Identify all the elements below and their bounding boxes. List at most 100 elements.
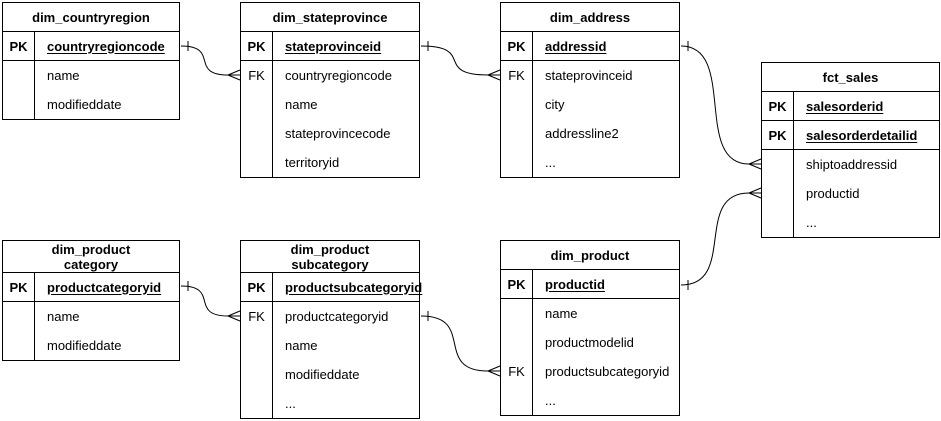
field-label: ... bbox=[545, 155, 556, 170]
key-label: PK bbox=[762, 92, 794, 120]
key-label bbox=[762, 208, 794, 237]
connector-line[interactable] bbox=[180, 285, 229, 317]
table-row: modifieddate bbox=[241, 360, 419, 389]
field-label: name bbox=[47, 309, 80, 324]
key-label bbox=[762, 150, 794, 179]
table-title-text: dim_countryregion bbox=[32, 9, 150, 25]
crows-foot-many-marker bbox=[748, 192, 762, 199]
field-label: salesorderdetailid bbox=[806, 127, 918, 143]
crows-foot-many-marker bbox=[487, 365, 501, 372]
table-row: name bbox=[241, 331, 419, 360]
connector-line[interactable] bbox=[180, 45, 229, 76]
table-dim-product-subcategory[interactable]: dim_product subcategory PK productsubcat… bbox=[240, 240, 423, 419]
field-label: productsubcategoryid bbox=[545, 364, 670, 379]
table-title-text-line2: subcategory bbox=[291, 256, 369, 272]
connector-dim_countryregion.countryregioncode--dim_stateprovince.countryregioncode[interactable] bbox=[180, 41, 241, 81]
table-row: ... bbox=[241, 389, 419, 418]
table-title-text: dim_product bbox=[550, 247, 630, 263]
field-label: productid bbox=[545, 276, 605, 292]
key-label bbox=[501, 299, 533, 328]
table-row: territoryid bbox=[241, 148, 419, 177]
key-label bbox=[241, 119, 273, 148]
table-row: name bbox=[3, 302, 179, 331]
field-label: city bbox=[545, 97, 565, 112]
table-dim-countryregion[interactable]: dim_countryregion PK countryregioncode n… bbox=[2, 2, 180, 120]
key-label bbox=[3, 331, 35, 360]
connector-line[interactable] bbox=[420, 45, 489, 76]
table-row: PK productcategoryid bbox=[3, 273, 179, 302]
field-label: modifieddate bbox=[47, 97, 122, 112]
field-label: productsubcategoryid bbox=[285, 279, 423, 295]
connector-dim_stateprovince.stateprovinceid--dim_address.stateprovinceid[interactable] bbox=[420, 41, 501, 81]
table-dim-product-category[interactable]: dim_product category PK productcategoryi… bbox=[2, 240, 180, 361]
key-label bbox=[241, 148, 273, 177]
field-label: stateprovincecode bbox=[285, 126, 391, 141]
connector-dim_address.addressid--fct_sales.shiptoaddressid[interactable] bbox=[680, 41, 762, 170]
field-label: productmodelid bbox=[545, 335, 634, 350]
field-label: productcategoryid bbox=[285, 309, 389, 324]
key-label: FK bbox=[241, 302, 273, 331]
field-label: modifieddate bbox=[285, 367, 360, 382]
table-row: PK salesorderdetailid bbox=[762, 121, 939, 150]
field-label: modifieddate bbox=[47, 338, 122, 353]
crows-foot-many-marker bbox=[487, 370, 501, 377]
key-label: PK bbox=[241, 273, 273, 301]
table-dim-address[interactable]: dim_address PK addressid FK stateprovinc… bbox=[500, 2, 680, 178]
table-row: PK productsubcategoryid bbox=[241, 273, 423, 302]
key-label bbox=[501, 148, 533, 177]
connector-dim_product_category.productcategoryid--dim_product_subcategory.productcategoryid[interactable] bbox=[180, 281, 241, 322]
field-label: addressid bbox=[545, 38, 607, 54]
table-row: ... bbox=[501, 148, 679, 177]
key-label: FK bbox=[501, 357, 533, 386]
table-row: FK stateprovinceid bbox=[501, 61, 679, 90]
key-label bbox=[3, 90, 35, 119]
key-label: FK bbox=[241, 61, 273, 90]
table-title-text: fct_sales bbox=[822, 69, 879, 85]
field-label: shiptoaddressid bbox=[806, 157, 898, 172]
table-row: ... bbox=[501, 386, 679, 415]
key-label bbox=[241, 331, 273, 360]
crows-foot-many-marker bbox=[487, 69, 501, 76]
table-title-text: dim_address bbox=[549, 9, 631, 25]
table-title: dim_address bbox=[501, 3, 679, 32]
field-label: addressline2 bbox=[545, 126, 619, 141]
connector-dim_product.productid--fct_sales.productid[interactable] bbox=[680, 187, 762, 290]
table-row: city bbox=[501, 90, 679, 119]
table-title-text: dim_product bbox=[51, 241, 131, 257]
field-label: name bbox=[285, 338, 318, 353]
connector-dim_product_subcategory.productsubcategoryid--dim_product.productsubcategoryid[interactable] bbox=[420, 311, 501, 377]
table-row: addressline2 bbox=[501, 119, 679, 148]
table-row: PK productid bbox=[501, 270, 679, 299]
table-row: PK salesorderid bbox=[762, 92, 939, 121]
field-label: ... bbox=[545, 393, 556, 408]
field-label: stateprovinceid bbox=[545, 68, 633, 83]
crows-foot-many-marker bbox=[487, 74, 501, 81]
table-fct-sales[interactable]: fct_sales PK salesorderid PK salesorderd… bbox=[761, 62, 940, 238]
table-dim-product[interactable]: dim_product PK productid name productmod… bbox=[500, 240, 680, 416]
table-dim-stateprovince[interactable]: dim_stateprovince PK stateprovinceid FK … bbox=[240, 2, 420, 178]
table-row: name bbox=[241, 90, 419, 119]
table-row: name bbox=[501, 299, 679, 328]
table-row: FK countryregioncode bbox=[241, 61, 419, 90]
table-row: PK countryregioncode bbox=[3, 32, 179, 61]
crows-foot-many-marker bbox=[748, 187, 762, 194]
table-row: PK addressid bbox=[501, 32, 679, 61]
connector-line[interactable] bbox=[680, 192, 750, 286]
key-label: PK bbox=[241, 32, 273, 60]
table-row: FK productsubcategoryid bbox=[501, 357, 679, 386]
table-title: fct_sales bbox=[762, 63, 939, 92]
field-label: productid bbox=[806, 186, 860, 201]
table-title: dim_product subcategory bbox=[241, 241, 419, 273]
connector-line[interactable] bbox=[420, 315, 489, 372]
crows-foot-many-marker bbox=[227, 69, 241, 76]
table-row: FK productcategoryid bbox=[241, 302, 419, 331]
key-label bbox=[501, 90, 533, 119]
table-title-text-line2: category bbox=[63, 256, 119, 272]
key-label bbox=[501, 386, 533, 415]
field-label: countryregioncode bbox=[285, 68, 392, 83]
key-label bbox=[241, 90, 273, 119]
connector-line[interactable] bbox=[680, 45, 750, 165]
table-title: dim_product bbox=[501, 241, 679, 270]
field-label: name bbox=[545, 306, 578, 321]
